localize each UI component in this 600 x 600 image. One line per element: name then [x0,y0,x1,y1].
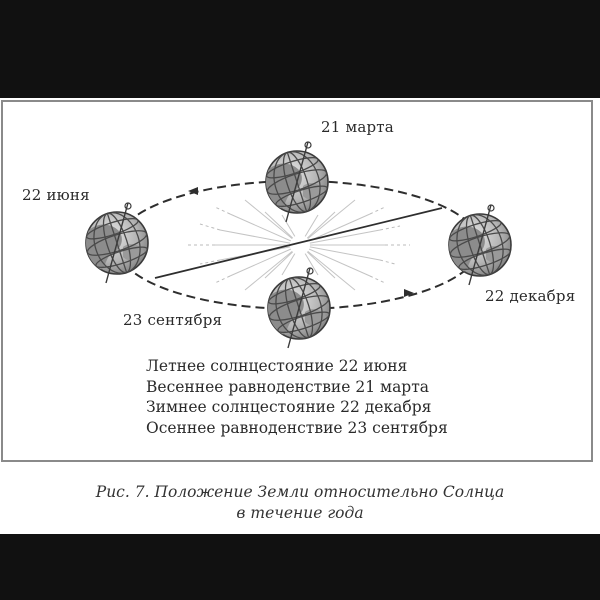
legend-item: Осеннее равноденствие 23 сентября [146,418,448,437]
figure-caption: Рис. 7. Положение Земли относительно Сол… [0,482,600,524]
caption-line-2: в течение года [236,504,364,522]
ecliptic-line [154,207,443,279]
sun-icon [290,235,310,255]
label-september: 23 сентября [123,311,223,329]
legend-item: Летнее солнцестояние 22 июня [146,357,408,375]
earth-globe-icon-march [265,142,329,222]
arrow-icon [188,187,198,195]
earth-globe-icon-september [267,268,331,348]
orbit-diagram [0,98,600,478]
legend: Летнее солнцестояние 22 июня Весеннее ра… [146,356,448,438]
earth-globe-icon-december [448,205,512,285]
arrow-icon [404,289,414,297]
earth-globe-icon-june [85,203,149,283]
label-march: 21 марта [321,118,394,136]
figure-page: 21 марта 22 июня 23 сентября 22 декабря … [0,98,600,534]
caption-line-1: Рис. 7. Положение Земли относительно Сол… [95,483,505,501]
legend-item: Зимнее солнцестояние 22 декабря [146,398,432,416]
legend-item: Весеннее равноденствие 21 марта [146,377,430,396]
label-december: 22 декабря [485,287,576,305]
label-june: 22 июня [22,186,90,204]
